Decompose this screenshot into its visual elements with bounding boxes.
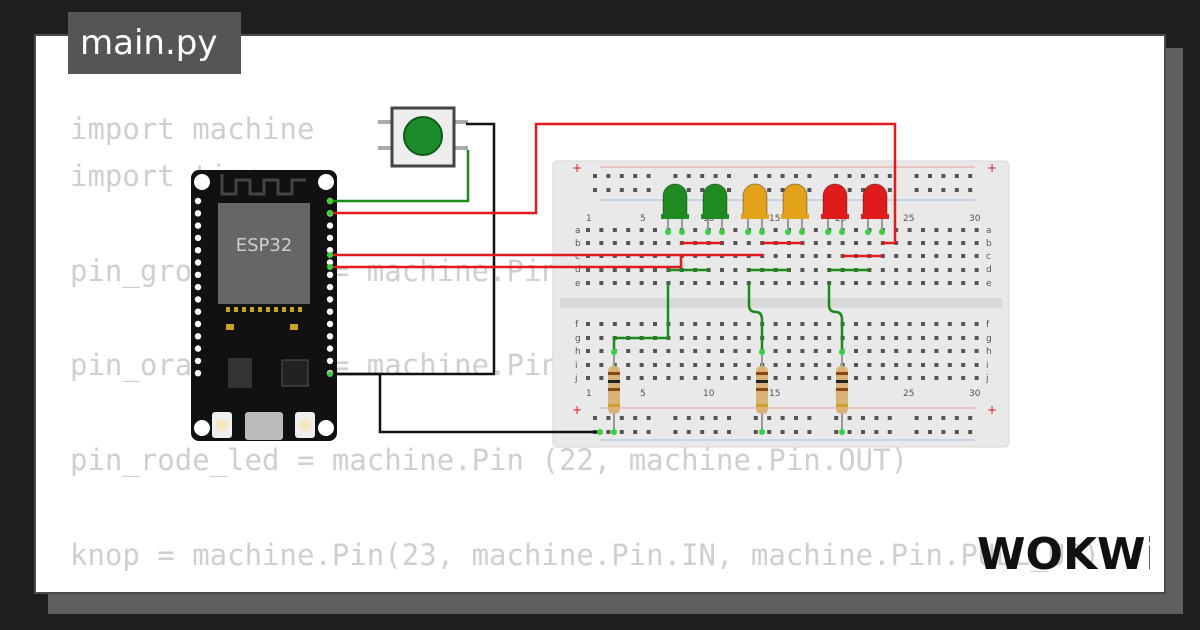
- row-letter: j: [574, 374, 578, 384]
- resistor: [836, 352, 848, 432]
- row-letter: d: [986, 265, 992, 275]
- row-letter: c: [986, 252, 991, 262]
- column-number: 5: [640, 214, 646, 224]
- column-number: 15: [769, 389, 780, 399]
- resistors: [608, 349, 848, 435]
- row-letter: e: [575, 279, 581, 289]
- led-green: [701, 183, 729, 235]
- resistor-wire: [827, 283, 844, 352]
- pushbutton-cap[interactable]: [403, 116, 443, 156]
- wokwi-logo: WOKWi: [977, 529, 1150, 580]
- esp32-pins: [194, 197, 334, 377]
- row-letter: g: [575, 334, 581, 344]
- row-letter: d: [575, 265, 581, 275]
- red-led-wire: [330, 122, 897, 245]
- row-letter: b: [575, 239, 581, 249]
- row-letter: h: [986, 347, 992, 357]
- resistor-wire: [612, 283, 670, 352]
- led-row: [661, 183, 889, 235]
- led-orange: [781, 183, 809, 235]
- code-line: import machine: [70, 112, 315, 146]
- code-line: knop = machine.Pin(23, machine.Pin.IN, m…: [70, 537, 1101, 572]
- led-orange: [741, 183, 769, 235]
- row-letter: f: [575, 320, 579, 330]
- code-line: pin_rode_led = machine.Pin (22, machine.…: [70, 443, 909, 478]
- pushbutton[interactable]: [378, 106, 468, 168]
- column-number: 30: [969, 389, 981, 399]
- module-pads: [226, 307, 302, 312]
- file-tab-label: main.py: [80, 23, 218, 63]
- ground-wire: [330, 372, 600, 434]
- jumper-wires: [668, 241, 883, 272]
- column-number: 10: [703, 389, 715, 399]
- row-letters-left: a b c d e f g h i j: [574, 226, 581, 384]
- row-letter: h: [575, 347, 581, 357]
- esp32-module: [218, 203, 310, 304]
- rail-plus-label: +: [987, 403, 997, 417]
- long-wires: [330, 122, 897, 434]
- esp32-label: ESP32: [236, 235, 293, 256]
- row-letter: a: [986, 226, 992, 236]
- esp32-board: ESP32: [191, 170, 337, 441]
- rail-plus-label: +: [987, 161, 997, 175]
- led-green: [661, 183, 689, 235]
- rail-plus-label: +: [572, 161, 582, 175]
- column-number: 25: [903, 389, 914, 399]
- resistor-wire: [747, 283, 764, 352]
- column-number: 1: [586, 214, 592, 224]
- usb-port: [245, 412, 283, 440]
- row-letter: i: [986, 361, 989, 371]
- led-red: [821, 183, 849, 235]
- column-number: 25: [903, 214, 914, 224]
- green-led-wire: [330, 256, 683, 269]
- column-number: 15: [769, 214, 780, 224]
- column-number: 5: [640, 389, 646, 399]
- rail-plus-label: +: [572, 403, 582, 417]
- row-letter: a: [575, 226, 581, 236]
- row-letter: e: [986, 279, 992, 289]
- row-letter: i: [575, 361, 578, 371]
- file-tab[interactable]: main.py: [68, 12, 241, 74]
- led-red: [861, 183, 889, 235]
- row-letter: g: [986, 334, 992, 344]
- row-letter: c: [575, 252, 580, 262]
- resistor: [756, 352, 768, 432]
- column-number: 30: [969, 214, 981, 224]
- row-letter: b: [986, 239, 992, 249]
- resistor-wires: [612, 283, 844, 352]
- resistor: [608, 352, 620, 432]
- wokwi-logo-text: WOKWi: [977, 529, 1150, 580]
- button-wire-black: [330, 122, 496, 376]
- row-letters-right: a b c d e f g h i j: [985, 226, 992, 384]
- breadboard: + + + + 1 5 10 15 20 25 30 1 5 10 15 20 …: [552, 160, 1010, 448]
- column-number: 1: [586, 389, 592, 399]
- row-letter: j: [985, 374, 989, 384]
- row-letter: f: [986, 320, 990, 330]
- button-wire-green: [330, 150, 470, 203]
